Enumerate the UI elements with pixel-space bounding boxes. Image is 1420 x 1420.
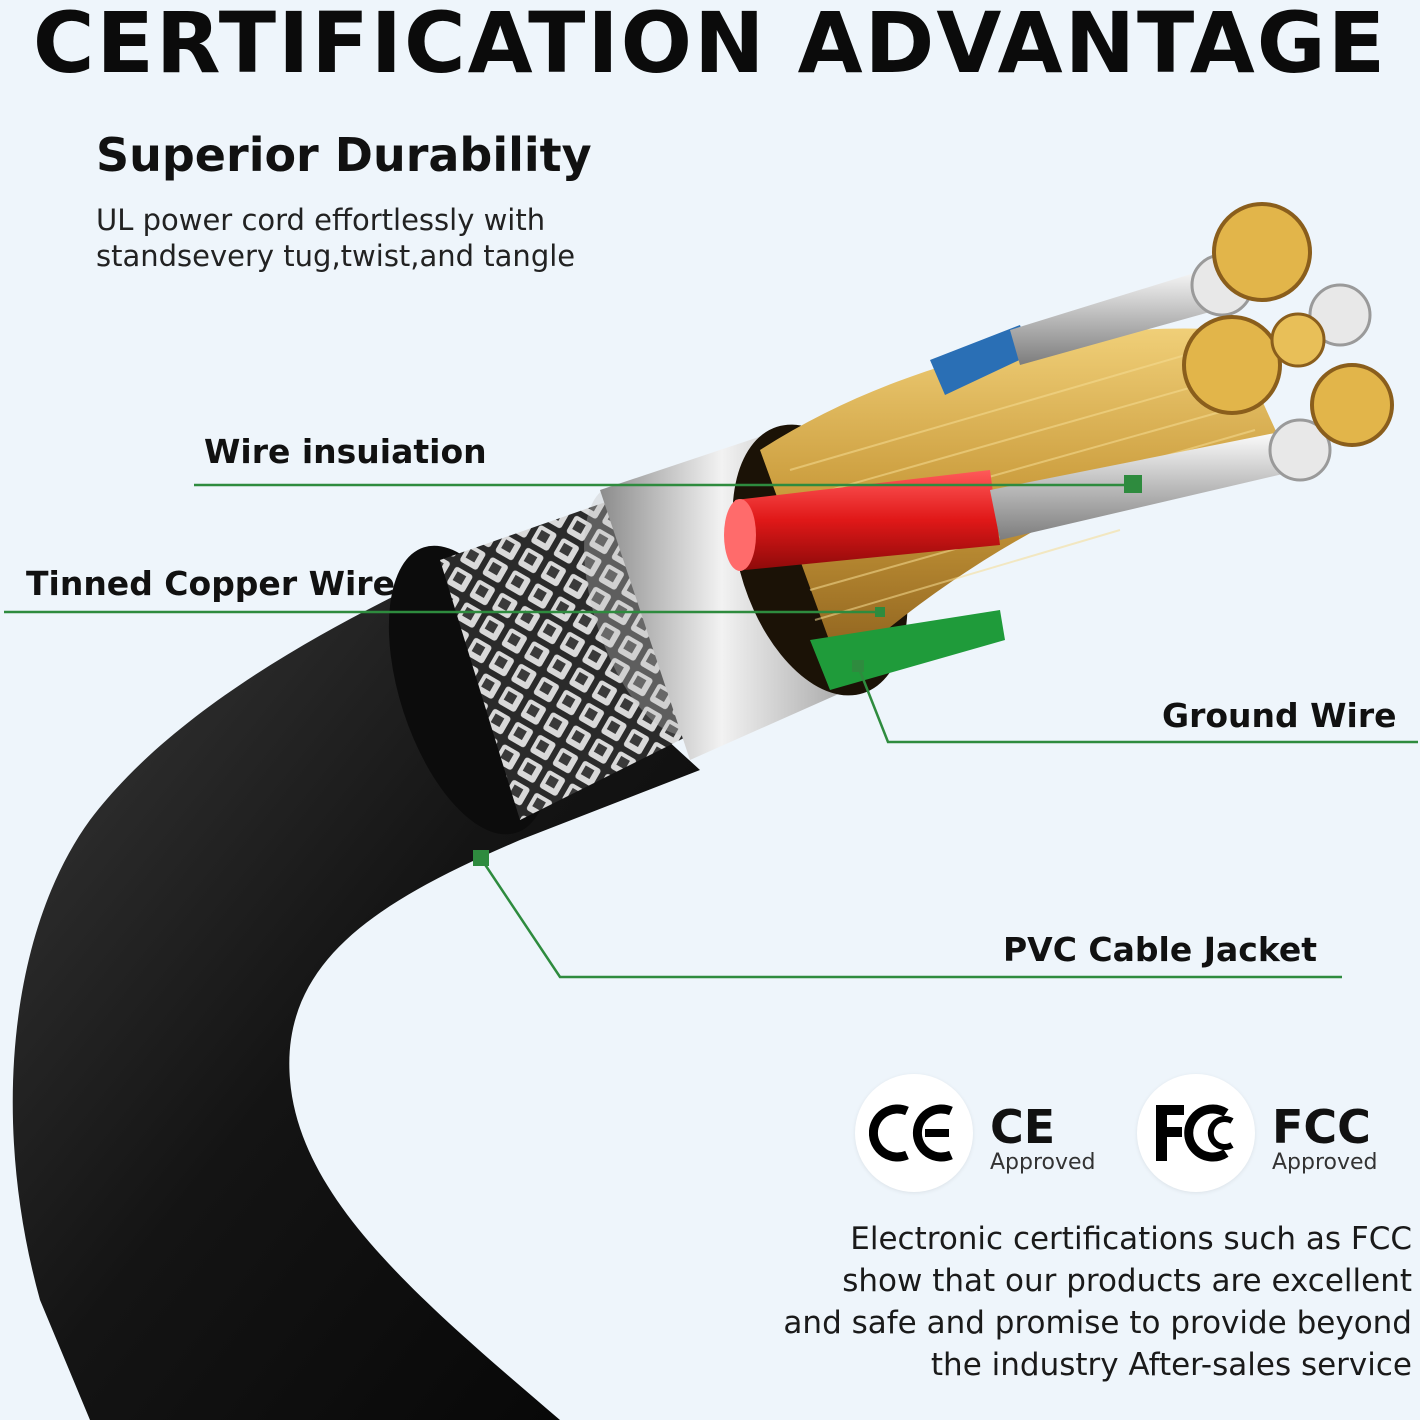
fcc-name: FCC <box>1272 1100 1371 1154</box>
callout-dot-ground-wire <box>852 660 864 672</box>
callout-line-pvc-jacket <box>478 856 1342 979</box>
certification-description-line: show that our products are excellent <box>842 1263 1412 1299</box>
fcc-label-group: FCC Approved <box>1272 1104 1378 1175</box>
callout-dot-wire-insulation <box>1124 475 1142 493</box>
certification-description-line: Electronic certifications such as FCC <box>850 1221 1412 1257</box>
ce-mark-icon <box>869 1104 953 1162</box>
callout-label-tinned-copper: Tinned Copper Wire <box>26 564 395 603</box>
fcc-status: Approved <box>1272 1150 1378 1175</box>
certification-description-line: and safe and promise to provide beyond <box>783 1305 1412 1341</box>
ce-status: Approved <box>990 1150 1096 1175</box>
ce-label-group: CE Approved <box>990 1104 1096 1175</box>
callout-dot-pvc-jacket <box>473 850 489 866</box>
callout-line-ground-wire <box>856 665 1418 744</box>
callout-dot-tinned-copper <box>875 607 885 617</box>
certification-description: Electronic certifications such as FCC sh… <box>712 1218 1412 1386</box>
silver-strand-wires <box>990 253 1372 540</box>
feature-title: Superior Durability <box>96 128 592 182</box>
fcc-badge <box>1137 1074 1255 1192</box>
ce-badge <box>855 1074 973 1192</box>
callout-label-pvc-jacket: PVC Cable Jacket <box>1003 930 1318 969</box>
ce-name: CE <box>990 1100 1056 1154</box>
red-insulation-wire <box>735 470 1000 570</box>
feature-description: UL power cord effortlessly with standsev… <box>96 202 616 274</box>
page-headline: CERTIFICATION ADVANTAGE <box>32 0 1388 92</box>
callout-label-wire-insulation: Wire insuiation <box>204 432 487 471</box>
certification-description-line: the industry After-sales service <box>930 1347 1412 1383</box>
feature-description-line: UL power cord effortlessly with <box>96 203 546 237</box>
copper-conductor-ends <box>1182 202 1394 447</box>
fcc-mark-icon <box>1156 1104 1234 1162</box>
callout-label-ground-wire: Ground Wire <box>1162 696 1397 735</box>
feature-description-line: standsevery tug,twist,and tangle <box>96 239 576 273</box>
